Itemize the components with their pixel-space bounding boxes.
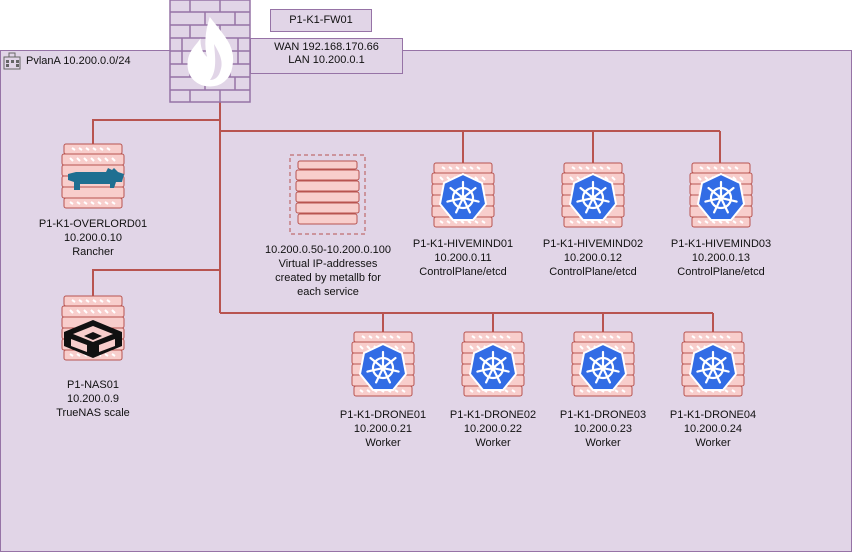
hivemind03-label: P1-K1-HIVEMIND03 10.200.0.13 ControlPlan… — [671, 237, 771, 279]
overlord-role: Rancher — [72, 246, 114, 258]
kubernetes-helm-icon — [696, 172, 746, 222]
drone04-name: P1-K1-DRONE04 — [669, 409, 757, 421]
vip-range: 10.200.0.50-10.200.0.100 — [264, 244, 392, 256]
drone04-server-icon[interactable] — [681, 331, 745, 397]
drone01-role: Worker — [365, 437, 401, 449]
kubernetes-helm-icon — [438, 172, 488, 222]
firewall-wan: WAN 192.168.170.66 — [274, 41, 379, 53]
hivemind02-ip: 10.200.0.12 — [563, 252, 623, 264]
firewall-icon[interactable] — [169, 0, 251, 103]
network-links — [92, 100, 721, 332]
firewall-lan: LAN 10.200.0.1 — [288, 54, 365, 66]
overlord-server-icon[interactable] — [61, 143, 125, 209]
overlord-label: P1-K1-OVERLORD01 10.200.0.10 Rancher — [39, 217, 147, 259]
vip-line2: created by metallb for — [275, 272, 381, 284]
kubernetes-helm-icon — [688, 342, 738, 392]
hivemind02-server-icon[interactable] — [561, 162, 625, 228]
hivemind01-name: P1-K1-HIVEMIND01 — [412, 238, 514, 250]
drone04-role: Worker — [695, 437, 731, 449]
hivemind01-role: ControlPlane/etcd — [419, 266, 507, 278]
drone03-ip: 10.200.0.23 — [573, 423, 633, 435]
hivemind01-ip: 10.200.0.11 — [434, 252, 492, 264]
drone02-role: Worker — [475, 437, 511, 449]
overlord-ip: 10.200.0.10 — [63, 232, 123, 244]
hivemind02-role: ControlPlane/etcd — [549, 266, 637, 278]
vlan-label: PvlanA 10.200.0.0/24 — [26, 55, 131, 67]
kubernetes-helm-icon — [568, 172, 618, 222]
hivemind02-name: P1-K1-HIVEMIND02 — [542, 238, 644, 250]
firewall-name-box: P1-K1-FW01 — [270, 9, 372, 32]
drone01-name: P1-K1-DRONE01 — [339, 409, 427, 421]
drone03-role: Worker — [585, 437, 621, 449]
vlan-container — [0, 50, 852, 552]
truenas-logo-icon — [64, 320, 122, 358]
hivemind01-label: P1-K1-HIVEMIND01 10.200.0.11 ControlPlan… — [413, 237, 513, 279]
vip-line3: each service — [297, 286, 359, 298]
drone03-server-icon[interactable] — [571, 331, 635, 397]
drone04-ip: 10.200.0.24 — [683, 423, 743, 435]
firewall-name: P1-K1-FW01 — [289, 14, 353, 26]
overlord-name: P1-K1-OVERLORD01 — [38, 218, 148, 230]
building-icon — [3, 52, 21, 70]
drone04-label: P1-K1-DRONE04 10.200.0.24 Worker — [670, 408, 756, 450]
firewall-address-box: WAN 192.168.170.66 LAN 10.200.0.1 — [250, 38, 403, 74]
drone01-label: P1-K1-DRONE01 10.200.0.21 Worker — [340, 408, 426, 450]
kubernetes-helm-icon — [468, 342, 518, 392]
nas-role: TrueNAS scale — [56, 407, 130, 419]
vip-label: 10.200.0.50-10.200.0.100 Virtual IP-addr… — [265, 243, 391, 299]
hivemind03-name: P1-K1-HIVEMIND03 — [670, 238, 772, 250]
hivemind03-ip: 10.200.0.13 — [691, 252, 751, 264]
hivemind01-server-icon[interactable] — [431, 162, 495, 228]
drone02-label: P1-K1-DRONE02 10.200.0.22 Worker — [450, 408, 536, 450]
nas-name: P1-NAS01 — [67, 379, 119, 391]
nas-server-icon[interactable] — [61, 295, 125, 361]
drone03-name: P1-K1-DRONE03 — [559, 409, 647, 421]
drone02-server-icon[interactable] — [461, 331, 525, 397]
rancher-cow-icon — [68, 168, 124, 190]
hivemind03-server-icon[interactable] — [689, 162, 753, 228]
kubernetes-helm-icon — [578, 342, 628, 392]
drone01-ip: 10.200.0.21 — [353, 423, 413, 435]
nas-label: P1-NAS01 10.200.0.9 TrueNAS scale — [56, 378, 130, 420]
kubernetes-helm-icon — [358, 342, 408, 392]
drone01-server-icon[interactable] — [351, 331, 415, 397]
drone03-label: P1-K1-DRONE03 10.200.0.23 Worker — [560, 408, 646, 450]
nas-ip: 10.200.0.9 — [67, 393, 119, 405]
drone02-name: P1-K1-DRONE02 — [449, 409, 537, 421]
drone02-ip: 10.200.0.22 — [463, 423, 523, 435]
virtual-ip-rack-icon — [289, 154, 366, 235]
hivemind02-label: P1-K1-HIVEMIND02 10.200.0.12 ControlPlan… — [543, 237, 643, 279]
hivemind03-role: ControlPlane/etcd — [677, 266, 765, 278]
vip-line1: Virtual IP-addresses — [278, 258, 378, 270]
